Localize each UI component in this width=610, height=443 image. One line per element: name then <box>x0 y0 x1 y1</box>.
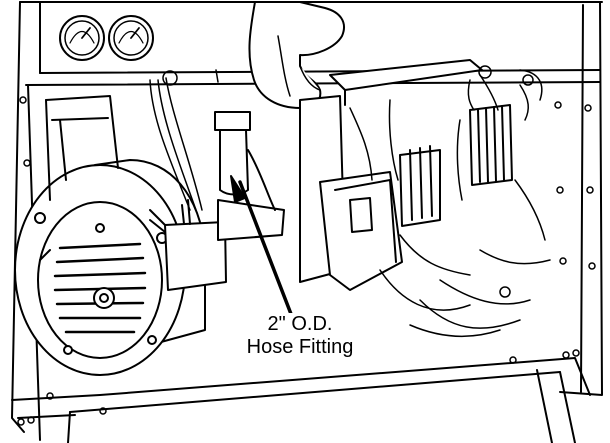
pump-housing <box>45 95 285 241</box>
pointer-arrow <box>230 175 293 316</box>
pressure-gauge-icon <box>108 15 154 61</box>
wiring <box>349 65 551 338</box>
cabinet-frame <box>11 1 603 443</box>
transformer <box>399 104 513 227</box>
wiring <box>149 69 219 211</box>
pressure-gauge-icon <box>59 15 105 61</box>
hand-illustration <box>248 1 345 109</box>
callout-line-2: Hose Fitting <box>246 336 354 358</box>
motor-illustration <box>14 159 206 376</box>
control-board <box>299 59 483 291</box>
hose-fitting-callout: 2" O.D. Hose Fitting <box>229 313 371 359</box>
callout-line-1: 2" O.D. <box>267 313 333 335</box>
junction-box <box>149 199 227 291</box>
